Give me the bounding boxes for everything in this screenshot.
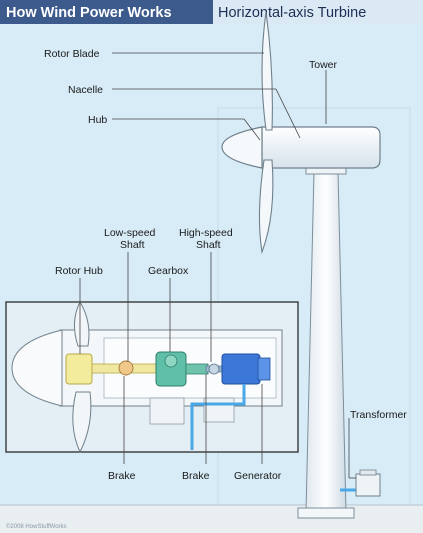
left-brake-disc	[118, 360, 134, 376]
gearbox-mount	[185, 363, 209, 375]
right-brake-disc	[208, 363, 220, 375]
tower-base	[297, 507, 355, 519]
rotor-blade-bottom	[258, 159, 274, 255]
label-low-speed-shaft-line2: Shaft	[120, 239, 145, 251]
label-hub: Hub	[88, 114, 107, 126]
page-title: How Wind Power Works	[6, 5, 172, 21]
power-cable	[190, 384, 246, 450]
leader-hub-2	[243, 118, 261, 141]
gearbox-gear	[164, 354, 178, 368]
nacelle	[261, 126, 381, 169]
page-subtitle: Horizontal-axis Turbine	[218, 5, 366, 21]
label-brake-left: Brake	[108, 470, 136, 482]
label-nacelle: Nacelle	[68, 84, 103, 96]
title-highlight	[0, 0, 213, 24]
machine-support-2	[203, 397, 235, 423]
label-tower: Tower	[309, 59, 338, 71]
transformer-top	[359, 469, 377, 476]
machine-support-1	[149, 397, 185, 425]
transformer-box	[355, 473, 381, 497]
hub-nose-cone	[221, 126, 263, 169]
label-gearbox: Gearbox	[148, 265, 189, 277]
label-rotor-hub: Rotor Hub	[55, 265, 103, 277]
inset-blade-bottom	[72, 391, 92, 454]
label-rotor-blade: Rotor Blade	[44, 48, 100, 60]
rotor-blade-top	[261, 11, 273, 131]
label-high-speed-shaft-line1: High-speed	[179, 227, 233, 239]
tower	[305, 171, 347, 513]
label-low-speed-shaft-line1: Low-speed	[104, 227, 156, 239]
inset-nose-cone	[11, 329, 63, 407]
generator-body	[221, 353, 261, 385]
generator-end	[257, 357, 271, 381]
inset-rotor-hub	[65, 353, 93, 385]
label-generator: Generator	[234, 470, 282, 482]
label-high-speed-shaft-line2: Shaft	[196, 239, 221, 251]
leader-nacelle-2	[275, 88, 301, 139]
copyright-text: ©2008 HowStuffWorks	[6, 523, 67, 530]
label-transformer: Transformer	[350, 409, 407, 421]
label-brake-right: Brake	[182, 470, 210, 482]
